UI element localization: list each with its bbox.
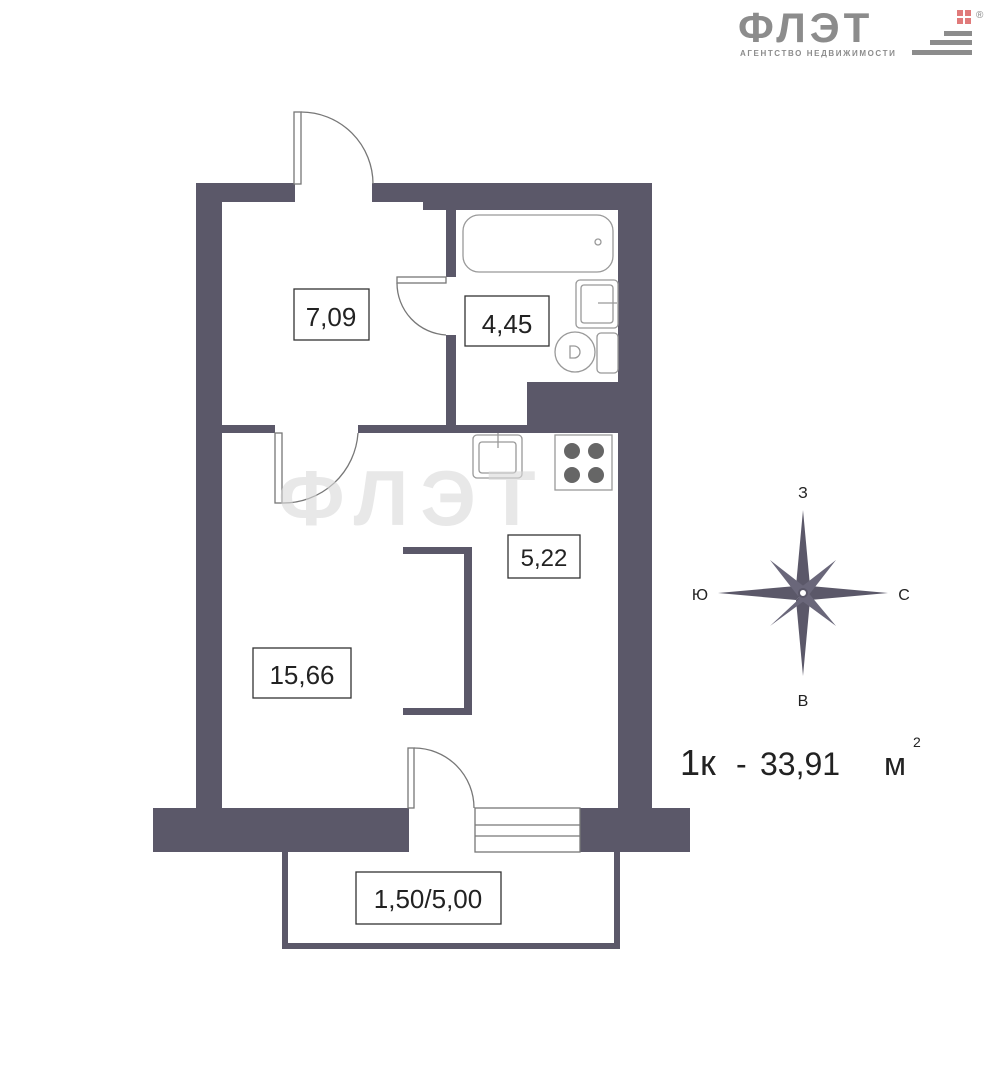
room-count: 1к <box>680 742 716 783</box>
apartment-summary: 1к - 33,91 м 2 <box>680 734 921 783</box>
kitchen-area: 5,22 <box>521 545 568 572</box>
living-room-area: 15,66 <box>269 660 334 690</box>
area-unit-superscript: 2 <box>913 734 921 750</box>
balcony-outline <box>282 852 620 949</box>
total-area: 33,91 <box>760 746 840 782</box>
summary-dash: - <box>736 746 747 782</box>
logo-text: ФЛЭТ <box>738 4 873 51</box>
compass-east-label: С <box>898 587 910 604</box>
bathtub-icon <box>462 214 614 273</box>
logo-tagline: АГЕНТСТВО НЕДВИЖИМОСТИ <box>740 49 896 58</box>
stove-burners <box>564 443 604 483</box>
registered-mark: ® <box>976 10 984 21</box>
compass-rose-icon: З В Ю С <box>692 485 910 710</box>
fixtures <box>462 214 619 491</box>
washbasin-icon <box>575 279 619 329</box>
compass-west-label: Ю <box>692 587 708 604</box>
agency-logo: ФЛЭТ ® АГЕНТСТВО НЕДВИЖИМОСТИ <box>738 4 984 58</box>
doors <box>274 111 581 853</box>
toilet-icon <box>596 332 619 374</box>
watermark: ФЛЭТ <box>278 454 547 542</box>
compass-north-label: З <box>798 485 808 502</box>
bathroom-area: 4,45 <box>482 309 533 339</box>
hall-area: 7,09 <box>306 302 357 332</box>
walls <box>153 183 690 852</box>
stove-icon <box>554 434 613 491</box>
balcony-area: 1,50/5,00 <box>374 884 482 914</box>
compass-south-label: В <box>798 693 809 710</box>
area-unit: м <box>884 746 906 782</box>
room-labels: 7,09 4,45 5,22 15,66 1,50/5,00 <box>252 288 581 925</box>
